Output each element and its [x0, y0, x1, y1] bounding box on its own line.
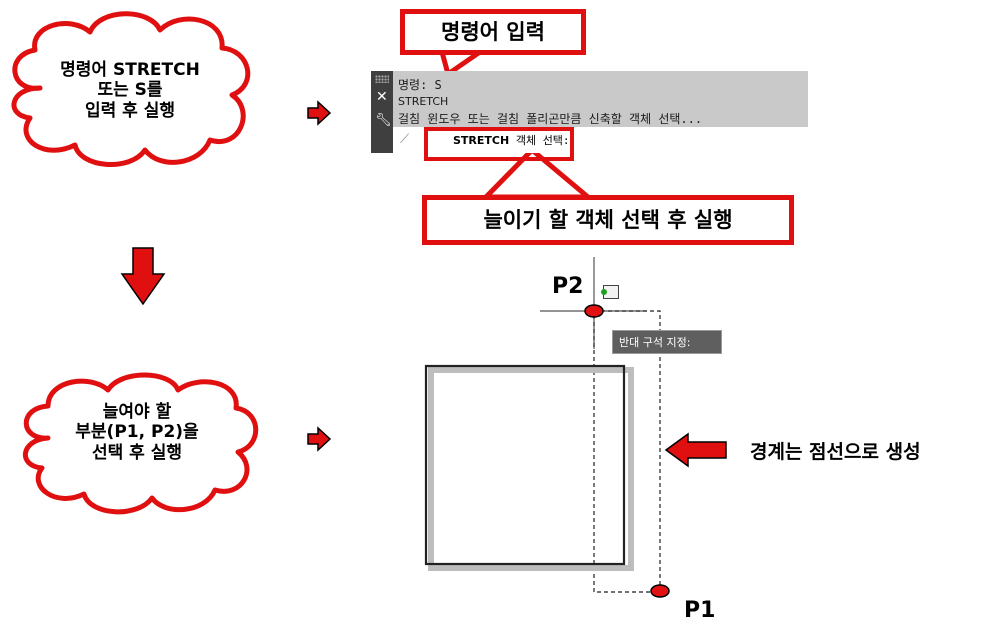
opposite-corner-tooltip: 반대 구석 지정:: [612, 330, 722, 354]
cloud1-line1: 명령어 STRETCH: [60, 60, 200, 80]
prompt-text: 객체 선택:: [515, 134, 570, 147]
close-icon[interactable]: ✕: [376, 89, 388, 105]
arrow-right-icon: [307, 426, 332, 452]
cursor-pickbox-icon: [601, 285, 619, 299]
cloud2-line2: 부분(P1, P2)을: [75, 422, 199, 443]
command-line-window: ✕ 🔧︎ 명령: S STRETCH 걸침 윈도우 또는 걸침 폴리곤만큼 신축…: [371, 71, 808, 153]
wrench-icon[interactable]: 🔧︎: [375, 113, 392, 128]
arrow-down-icon: [120, 247, 166, 306]
cloud1-line2: 또는 S를: [97, 80, 163, 101]
history-line: 명령: S: [398, 78, 442, 92]
point-p1-marker: [650, 584, 670, 598]
command-window-handle[interactable]: ✕ 🔧︎: [371, 71, 393, 153]
label-select-object: 늘이기 할 객체 선택 후 실행: [422, 195, 794, 245]
cloud-callout-step2: [22, 372, 259, 515]
cloud-text-step1: 명령어 STRETCH 또는 S를 입력 후 실행: [35, 60, 225, 121]
prompt-keyword: STRETCH: [453, 134, 510, 147]
label-command-input: 명령어 입력: [400, 9, 586, 55]
drag-grip-icon[interactable]: [375, 75, 389, 83]
command-input[interactable]: ⟋ STRETCH 객체 선택:: [393, 127, 808, 153]
history-line: 걸침 윈도우 또는 걸침 폴리곤만큼 신축할 객체 선택...: [398, 112, 703, 126]
cloud-callout-step1: [11, 11, 251, 168]
arrow-left-icon: [664, 432, 727, 468]
p1-label: P1: [684, 598, 716, 623]
command-prompt-icon: ⟋: [400, 132, 410, 147]
history-line: STRETCH: [398, 95, 449, 108]
command-history: 명령: S STRETCH 걸침 윈도우 또는 걸침 폴리곤만큼 신축할 객체 …: [398, 76, 808, 128]
boundary-note: 경계는 점선으로 생성: [750, 441, 921, 463]
cloud1-line3: 입력 후 실행: [84, 100, 176, 121]
arrow-right-icon: [307, 100, 332, 126]
prompt-highlight: [424, 127, 574, 161]
point-p2-marker: [584, 304, 604, 318]
cloud2-line3: 선택 후 실행: [91, 442, 183, 463]
cloud-text-step2: 늘여야 할 부분(P1, P2)을 선택 후 실행: [42, 402, 232, 463]
cloud2-line1: 늘여야 할: [102, 402, 172, 422]
p2-label: P2: [552, 274, 584, 299]
command-prompt: STRETCH 객체 선택:: [453, 132, 570, 148]
